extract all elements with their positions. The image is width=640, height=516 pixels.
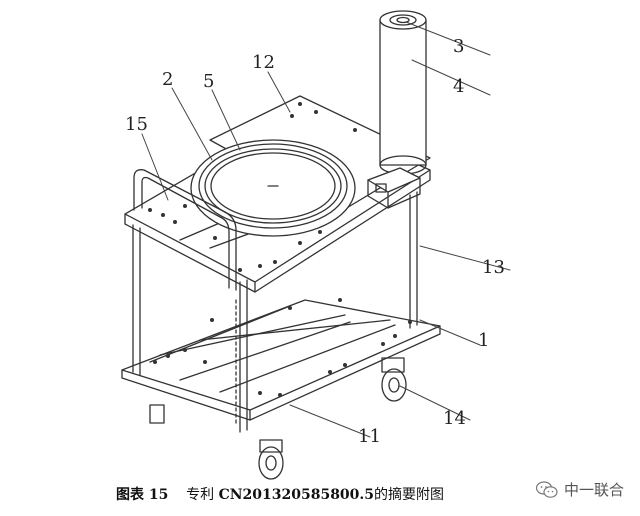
caption-figure: 图表 15 [115,487,169,503]
watermark-text: 中一联合 [564,481,625,499]
label-14: 14 [443,408,466,429]
caster-wheels [149,357,407,480]
label-13: 13 [482,257,505,278]
turntable [190,139,356,237]
lower-shelf [121,299,441,421]
label-15: 15 [125,114,148,135]
wheel-front-left [149,404,165,424]
figure-caption: 图表 15 专利 CN201320585800.5的摘要附图 [0,484,560,504]
wechat-logo-icon [536,480,558,498]
caption-middle: 专利 [186,487,215,503]
label-12: 12 [252,52,275,73]
label-1: 1 [478,330,489,351]
label-4: 4 [453,76,464,97]
legs [132,191,418,433]
patent-drawing: 3 4 12 5 2 15 13 1 14 11 [121,10,511,480]
label-5: 5 [203,71,214,92]
caption-suffix: 的摘要附图 [374,487,445,503]
watermark: 中一联合 [536,479,624,500]
label-11: 11 [358,426,381,447]
leader-lines [141,21,511,438]
wheel-back-right [381,357,407,402]
push-handle [133,169,237,291]
bolt-holes [148,102,412,397]
caption-patent-number: CN201320585800.5 [218,487,375,503]
label-3: 3 [453,36,464,57]
column [379,10,427,175]
wheel-front-right [258,439,284,480]
label-2: 2 [162,69,173,90]
control-box [367,167,421,209]
